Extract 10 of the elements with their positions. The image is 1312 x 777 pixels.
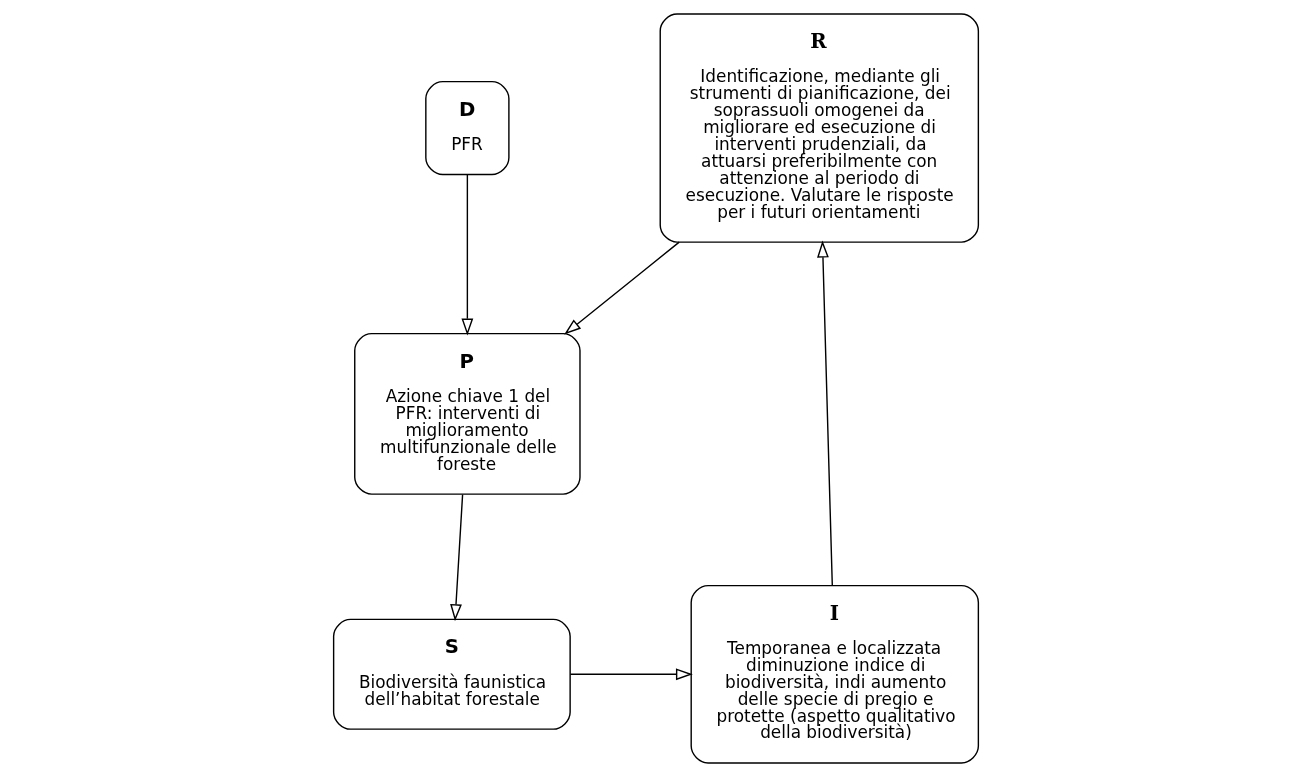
node-box: D PFR: [425, 80, 510, 176]
node-box: S Biodiversità faunistica dell’habitat forestale: [332, 618, 571, 730]
node-box: R Identificazione, mediante gli strumenti di pianificazione, dei soprassuoli omogenei da migliorare ed esecuzione di interventi prudenziali, da attuarsi preferibilmente con attenzione al periodo di esecuzione. Valutare le risposte per i futuri orientamenti: [659, 13, 980, 243]
arrow: [461, 174, 474, 336]
arrow: [450, 493, 464, 622]
arrow: [564, 241, 680, 335]
arrow: [569, 668, 693, 681]
node-box: P Azione chiave 1 del PFR: interventi di miglioramento multifunzionale delle foreste: [354, 332, 581, 495]
node-box: I Temporanea e localizzata diminuzione indice di biodiversità, indi aumento delle specie di pregio e protette (aspetto qualitativo della biodiversità): [690, 584, 980, 764]
arrow: [817, 240, 833, 586]
